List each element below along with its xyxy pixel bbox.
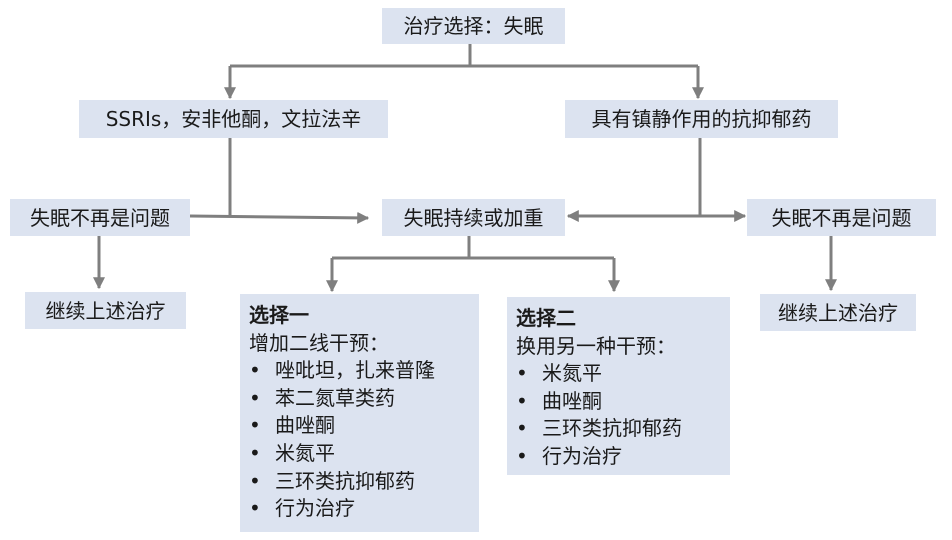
- option-2-subtitle: 换用另一种干预：: [516, 333, 676, 358]
- option-2-panel: 选择二 换用另一种干预： 米氮平 曲唑酮 三环类抗抑郁药 行为治疗: [507, 297, 730, 475]
- list-item: 米氮平: [249, 440, 479, 468]
- list-item: 唑吡坦，扎来普隆: [249, 357, 479, 385]
- node-continue-left: 继续上述治疗: [25, 292, 186, 329]
- node-right-drug: 具有镇静作用的抗抑郁药: [565, 100, 838, 138]
- node-resolved-left: 失眠不再是问题: [10, 199, 190, 236]
- list-item: 行为治疗: [249, 495, 479, 523]
- arrow-left-to-persist: [189, 211, 370, 224]
- list-item: 三环类抗抑郁药: [516, 415, 730, 443]
- option-1-title: 选择一: [249, 303, 309, 327]
- option-1-subtitle: 增加二线干预：: [249, 330, 389, 355]
- list-item: 三环类抗抑郁药: [249, 468, 479, 496]
- option-2-list: 米氮平 曲唑酮 三环类抗抑郁药 行为治疗: [516, 360, 730, 470]
- list-item: 曲唑酮: [516, 388, 730, 416]
- option-1-panel: 选择一 增加二线干预： 唑吡坦，扎来普隆 苯二氮草类药 曲唑酮 米氮平 三环类抗…: [240, 294, 479, 532]
- list-item: 米氮平: [516, 360, 730, 388]
- node-left-drug: SSRIs，安非他酮，文拉法辛: [79, 100, 388, 138]
- option-2-title: 选择二: [516, 306, 576, 330]
- node-root: 治疗选择：失眠: [382, 8, 565, 44]
- list-item: 行为治疗: [516, 443, 730, 471]
- node-resolved-right: 失眠不再是问题: [747, 199, 936, 236]
- node-continue-right: 继续上述治疗: [760, 294, 916, 331]
- list-item: 苯二氮草类药: [249, 385, 479, 413]
- option-1-list: 唑吡坦，扎来普隆 苯二氮草类药 曲唑酮 米氮平 三环类抗抑郁药 行为治疗: [249, 357, 479, 523]
- list-item: 曲唑酮: [249, 412, 479, 440]
- node-persist: 失眠持续或加重: [382, 199, 565, 236]
